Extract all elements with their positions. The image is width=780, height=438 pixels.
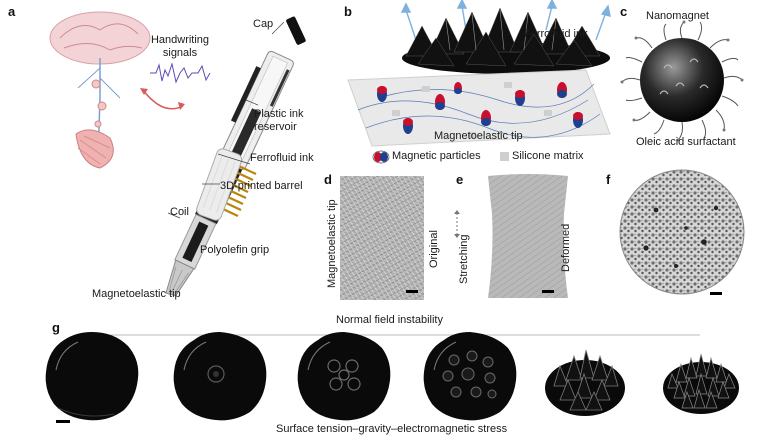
panel-label-b: b <box>344 4 352 19</box>
ferrofluid-drop-1 <box>45 332 139 421</box>
plastic-ink-reservoir-label: Plastic ink reservoir <box>254 108 304 133</box>
scale-bar-d <box>406 290 418 293</box>
normal-field-instability-label: Normal field instability <box>336 314 443 326</box>
panel-label-c: c <box>620 4 628 19</box>
scale-bar-g <box>56 420 70 423</box>
ferrofluid-ink-label-a: Ferrofluid ink <box>250 152 314 164</box>
surface-tension-stress-label: Surface tension–gravity–electromagnetic … <box>276 423 508 435</box>
printed-barrel-label: 3D-printed barrel <box>220 180 303 192</box>
ferrofluid-drop-4 <box>423 332 517 421</box>
nanomagnet-label: Nanomagnet <box>646 10 709 22</box>
stretching-arrow-icon <box>454 210 460 238</box>
ferrofluid-drop-5 <box>545 349 625 416</box>
panel-label-d: d <box>324 172 332 187</box>
ferrofluid-drop-3 <box>297 332 391 421</box>
coil-label: Coil <box>170 206 189 218</box>
ferrofluid-ink-label-b: Ferrofluid ink <box>524 28 588 40</box>
scale-bar-e <box>542 290 554 293</box>
ferrofluid-spikes-illustration <box>400 0 611 74</box>
nanoparticle-tem-image <box>619 169 745 295</box>
deformed-label: Deformed <box>560 223 572 272</box>
original-label: Original <box>428 230 440 268</box>
original-tip-micrograph <box>340 176 424 300</box>
scale-bar-f <box>710 292 722 295</box>
magnetoelastic-tip-label-a: Magnetoelastic tip <box>92 288 181 300</box>
panel-label-e: e <box>456 172 464 187</box>
magnetoelastic-tip-vertical-label: Magnetoelastic tip <box>326 199 338 288</box>
polyolefin-grip-label: Polyolefin grip <box>200 244 270 256</box>
panel-label-f: f <box>606 172 611 187</box>
cap-label: Cap <box>253 18 274 30</box>
handwriting-signals-label: Handwriting signals <box>150 34 210 59</box>
panel-label-g: g <box>52 320 60 335</box>
bidirectional-arrow-icon <box>140 88 185 110</box>
magnetic-particles-legend: Magnetic particles <box>392 150 481 162</box>
oleic-acid-surfactant-label: Oleic acid surfactant <box>636 136 736 148</box>
panel-label-a: a <box>8 4 16 19</box>
signal-waveform-icon <box>150 62 211 84</box>
nanomagnet-sphere-illustration <box>620 20 744 142</box>
deformed-tip-micrograph <box>488 174 568 298</box>
magnetic-pen-illustration <box>165 16 306 297</box>
ferrofluid-drop-2 <box>173 332 267 421</box>
magnetic-particle-icon <box>372 150 390 164</box>
brain-nerve-illustration <box>49 11 151 169</box>
magnetoelastic-tip-label-b: Magnetoelastic tip <box>434 130 523 142</box>
silicone-matrix-legend: Silicone matrix <box>512 150 584 162</box>
magnetoelastic-tip-schematic <box>347 69 611 147</box>
stretching-label: Stretching <box>458 234 470 284</box>
ferrofluid-drop-6 <box>663 353 739 414</box>
silicone-matrix-swatch <box>500 152 509 161</box>
